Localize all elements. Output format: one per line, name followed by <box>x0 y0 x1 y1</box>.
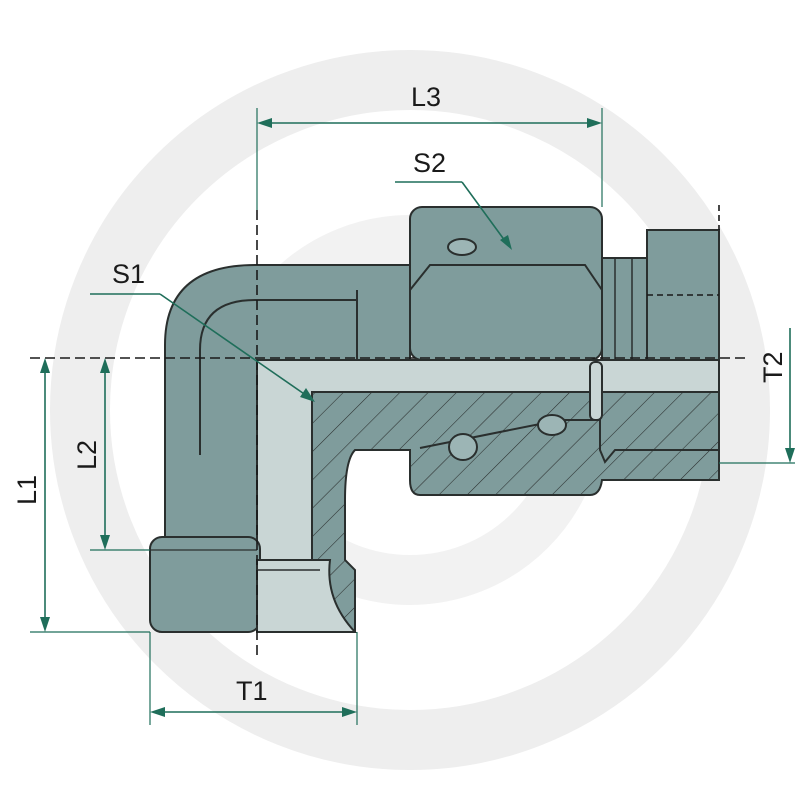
label-l3: L3 <box>411 82 441 112</box>
nut-s2 <box>409 206 603 361</box>
leader-s1 <box>90 293 315 402</box>
dimension-l2 <box>90 358 150 551</box>
label-l1: L1 <box>12 475 42 505</box>
label-s1: S1 <box>112 259 145 289</box>
label-s2: S2 <box>413 148 446 178</box>
label-t1: T1 <box>236 676 268 706</box>
threaded-stub <box>601 229 720 361</box>
nut-s1 <box>149 536 358 633</box>
dimension-l3 <box>256 108 603 210</box>
label-l2: L2 <box>72 440 102 470</box>
leader-s2 <box>395 181 512 250</box>
section-cut <box>256 359 720 633</box>
dimension-t1 <box>149 632 358 725</box>
dimension-t2 <box>719 328 795 464</box>
dimension-l1 <box>30 358 150 633</box>
center-lines <box>30 205 745 660</box>
label-t2: T2 <box>758 351 788 383</box>
